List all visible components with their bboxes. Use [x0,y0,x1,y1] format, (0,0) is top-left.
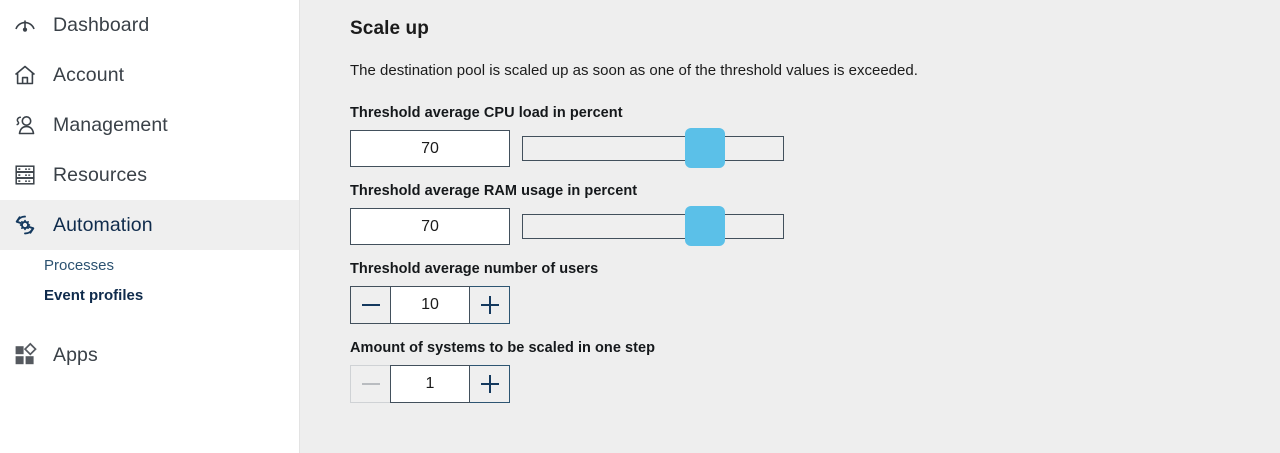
sidebar-subnav-automation: Processes Event profiles [0,250,299,310]
field-threshold-cpu: Threshold average CPU load in percent 70 [350,105,1280,168]
ram-threshold-slider[interactable] [522,206,784,246]
automation-gear-icon [9,209,41,241]
decrement-button [350,365,390,403]
sidebar-subitem-processes[interactable]: Processes [44,250,299,280]
field-label: Threshold average RAM usage in percent [350,183,638,199]
scale-amount-value[interactable]: 1 [390,365,470,403]
scale-amount-stepper: 1 [350,365,510,403]
sidebar-item-resources[interactable]: Resources [0,150,299,200]
slider-thumb[interactable] [685,206,726,246]
slider-row: 70 [350,128,1280,168]
sidebar-item-label: Automation [53,213,153,236]
sidebar-item-label: Apps [53,343,98,366]
slider-thumb[interactable] [685,128,726,168]
sidebar-item-label: Dashboard [53,13,150,36]
sidebar-item-label: Management [53,113,168,136]
ram-threshold-input[interactable]: 70 [350,208,510,245]
minus-icon [361,383,380,385]
users-icon [9,109,41,141]
plus-icon [480,375,499,393]
field-label: Threshold average number of users [350,261,599,277]
field-threshold-ram: Threshold average RAM usage in percent 7… [350,183,1280,246]
page-title: Scale up [350,18,429,39]
sidebar-item-label: Account [53,63,125,86]
minus-icon [361,304,380,306]
sidebar-item-apps[interactable]: Apps [0,330,299,380]
increment-button[interactable] [470,286,510,324]
sidebar-item-dashboard[interactable]: Dashboard [0,0,299,50]
users-threshold-stepper: 10 [350,286,510,324]
plus-icon [480,296,499,314]
sidebar: Dashboard Account Management [0,0,300,453]
decrement-button[interactable] [350,286,390,324]
field-threshold-users: Threshold average number of users 10 [350,261,1280,324]
main-content: Scale up The destination pool is scaled … [300,0,1280,453]
sidebar-item-automation[interactable]: Automation [0,200,299,250]
slider-track[interactable] [522,136,784,161]
sidebar-subitem-label: Processes [44,256,115,274]
cpu-threshold-slider[interactable] [522,128,784,168]
sidebar-item-account[interactable]: Account [0,50,299,100]
increment-button[interactable] [470,365,510,403]
server-rack-icon [9,159,41,191]
page-description: The destination pool is scaled up as soo… [350,62,918,79]
sidebar-subitem-event-profiles[interactable]: Event profiles [44,280,299,310]
sidebar-item-management[interactable]: Management [0,100,299,150]
home-icon [9,59,41,91]
sidebar-subitem-label: Event profiles [44,286,144,304]
sidebar-item-label: Resources [53,163,148,186]
cpu-threshold-input[interactable]: 70 [350,130,510,167]
field-label: Threshold average CPU load in percent [350,105,623,121]
users-threshold-value[interactable]: 10 [390,286,470,324]
apps-icon [9,339,41,371]
field-label: Amount of systems to be scaled in one st… [350,340,656,356]
field-scale-amount: Amount of systems to be scaled in one st… [350,340,1280,403]
slider-track[interactable] [522,214,784,239]
slider-row: 70 [350,206,1280,246]
gauge-icon [9,9,41,41]
